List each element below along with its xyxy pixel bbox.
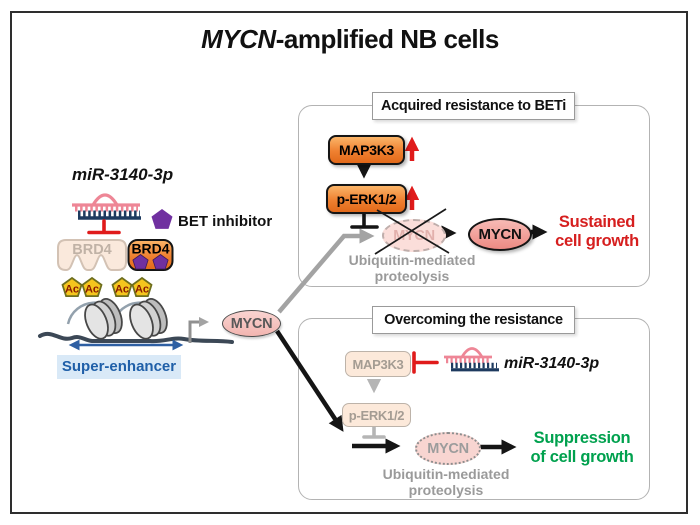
suppression-line2: of cell growth: [530, 447, 634, 466]
mirna-label-left: miR-3140-3p: [72, 165, 174, 184]
perk-label-bottom: p-ERK1/2: [348, 407, 405, 423]
mycn-gene-oval: MYCN: [222, 310, 281, 337]
title-suffix: -amplified NB cells: [275, 24, 500, 54]
ubiquitin-note-bottom-line2: proteolysis: [408, 482, 484, 499]
mirna-label-bottom: miR-3140-3p: [504, 355, 600, 372]
map3k3-label-top: MAP3K3: [339, 142, 394, 158]
perk-label-top: p-ERK1/2: [336, 191, 397, 207]
mycn-degraded-label-bottom: MYCN: [427, 440, 469, 457]
map3k3-box-bottom: MAP3K3: [345, 351, 411, 377]
ubiquitin-note-top-line2: proteolysis: [374, 268, 450, 285]
mycn-gene-label: MYCN: [230, 315, 273, 332]
ubiquitin-note-bottom-line1: Ubiquitin-mediated: [382, 466, 510, 482]
map3k3-label-bottom: MAP3K3: [352, 356, 404, 372]
mycn-degraded-oval-bottom: MYCN: [415, 432, 481, 465]
ubiquitin-note-top: Ubiquitin-mediated proteolysis: [347, 252, 477, 284]
suppression-line1: Suppression: [533, 429, 631, 447]
sustained-growth-line1: Sustained: [558, 213, 636, 231]
super-enhancer-label: Super-enhancer: [57, 355, 181, 379]
sustained-growth-label: Sustained cell growth: [548, 213, 646, 251]
map3k3-box-top: MAP3K3: [328, 135, 405, 165]
acquired-resistance-panel-title: Acquired resistance to BETi: [372, 92, 575, 120]
mycn-degraded-oval-top: MYCN: [382, 219, 446, 252]
mycn-stable-oval: MYCN: [468, 218, 532, 251]
figure-title: MYCN-amplified NB cells: [0, 24, 700, 55]
title-gene: MYCN: [201, 24, 276, 54]
figure-border: [10, 11, 688, 514]
suppression-label: Suppression of cell growth: [526, 429, 638, 467]
overcoming-resistance-panel-title: Overcoming the resistance: [372, 306, 575, 334]
mycn-stable-label: MYCN: [478, 226, 522, 243]
perk-box-top: p-ERK1/2: [326, 184, 407, 214]
sustained-growth-line2: cell growth: [555, 231, 639, 250]
ubiquitin-note-top-line1: Ubiquitin-mediated: [348, 252, 476, 268]
bet-inhibitor-label: BET inhibitor: [178, 213, 273, 230]
perk-box-bottom: p-ERK1/2: [342, 403, 411, 427]
ubiquitin-note-bottom: Ubiquitin-mediated proteolysis: [381, 466, 511, 498]
mycn-degraded-label-top: MYCN: [393, 227, 435, 244]
